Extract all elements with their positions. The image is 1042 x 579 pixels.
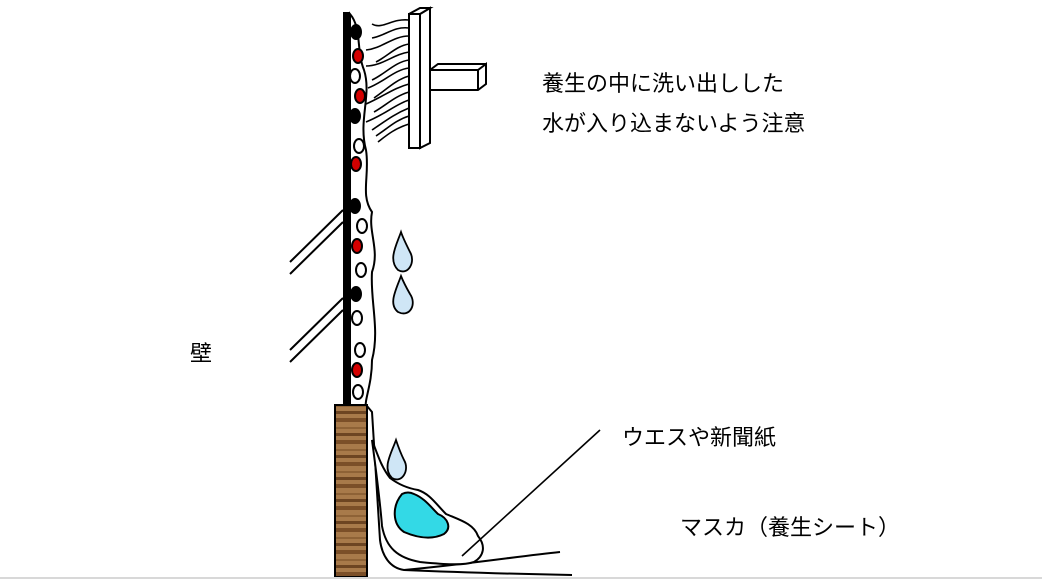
- pebble: [351, 362, 363, 378]
- pebble: [354, 342, 366, 358]
- pebble: [353, 138, 365, 154]
- pebble: [352, 48, 364, 64]
- leader-lines: [461, 429, 601, 557]
- pebble: [349, 108, 361, 124]
- caution-text-line-2: 水が入り込まないよう注意: [542, 112, 806, 137]
- pebble: [354, 88, 366, 104]
- water-puddle: [393, 491, 450, 539]
- pebble: [350, 156, 362, 172]
- pebble: [351, 238, 363, 254]
- water-drop-icon: [386, 229, 414, 481]
- brush-bristles: [365, 19, 410, 143]
- wall-hatch: [289, 209, 344, 363]
- pebble: [350, 286, 362, 302]
- wood-base: [334, 404, 368, 578]
- pebble-group: [349, 24, 368, 400]
- waste-cloth-leader: [461, 429, 601, 557]
- pebble: [355, 262, 367, 278]
- pebble: [349, 68, 361, 84]
- pebble: [351, 310, 363, 326]
- pebble: [349, 198, 361, 214]
- masker-label: マスカ（養生シート）: [680, 516, 901, 541]
- brush-icon: [408, 6, 487, 150]
- wall-label: 壁: [190, 342, 213, 367]
- pebble: [350, 24, 362, 40]
- waste-cloth-label: ウエスや新聞紙: [622, 426, 777, 451]
- waste-cloth: [371, 439, 484, 566]
- pebble: [352, 384, 364, 400]
- caution-text-line-1: 養生の中に洗い出しした: [542, 72, 785, 97]
- bottom-border: [0, 577, 1042, 579]
- pebble: [356, 218, 368, 234]
